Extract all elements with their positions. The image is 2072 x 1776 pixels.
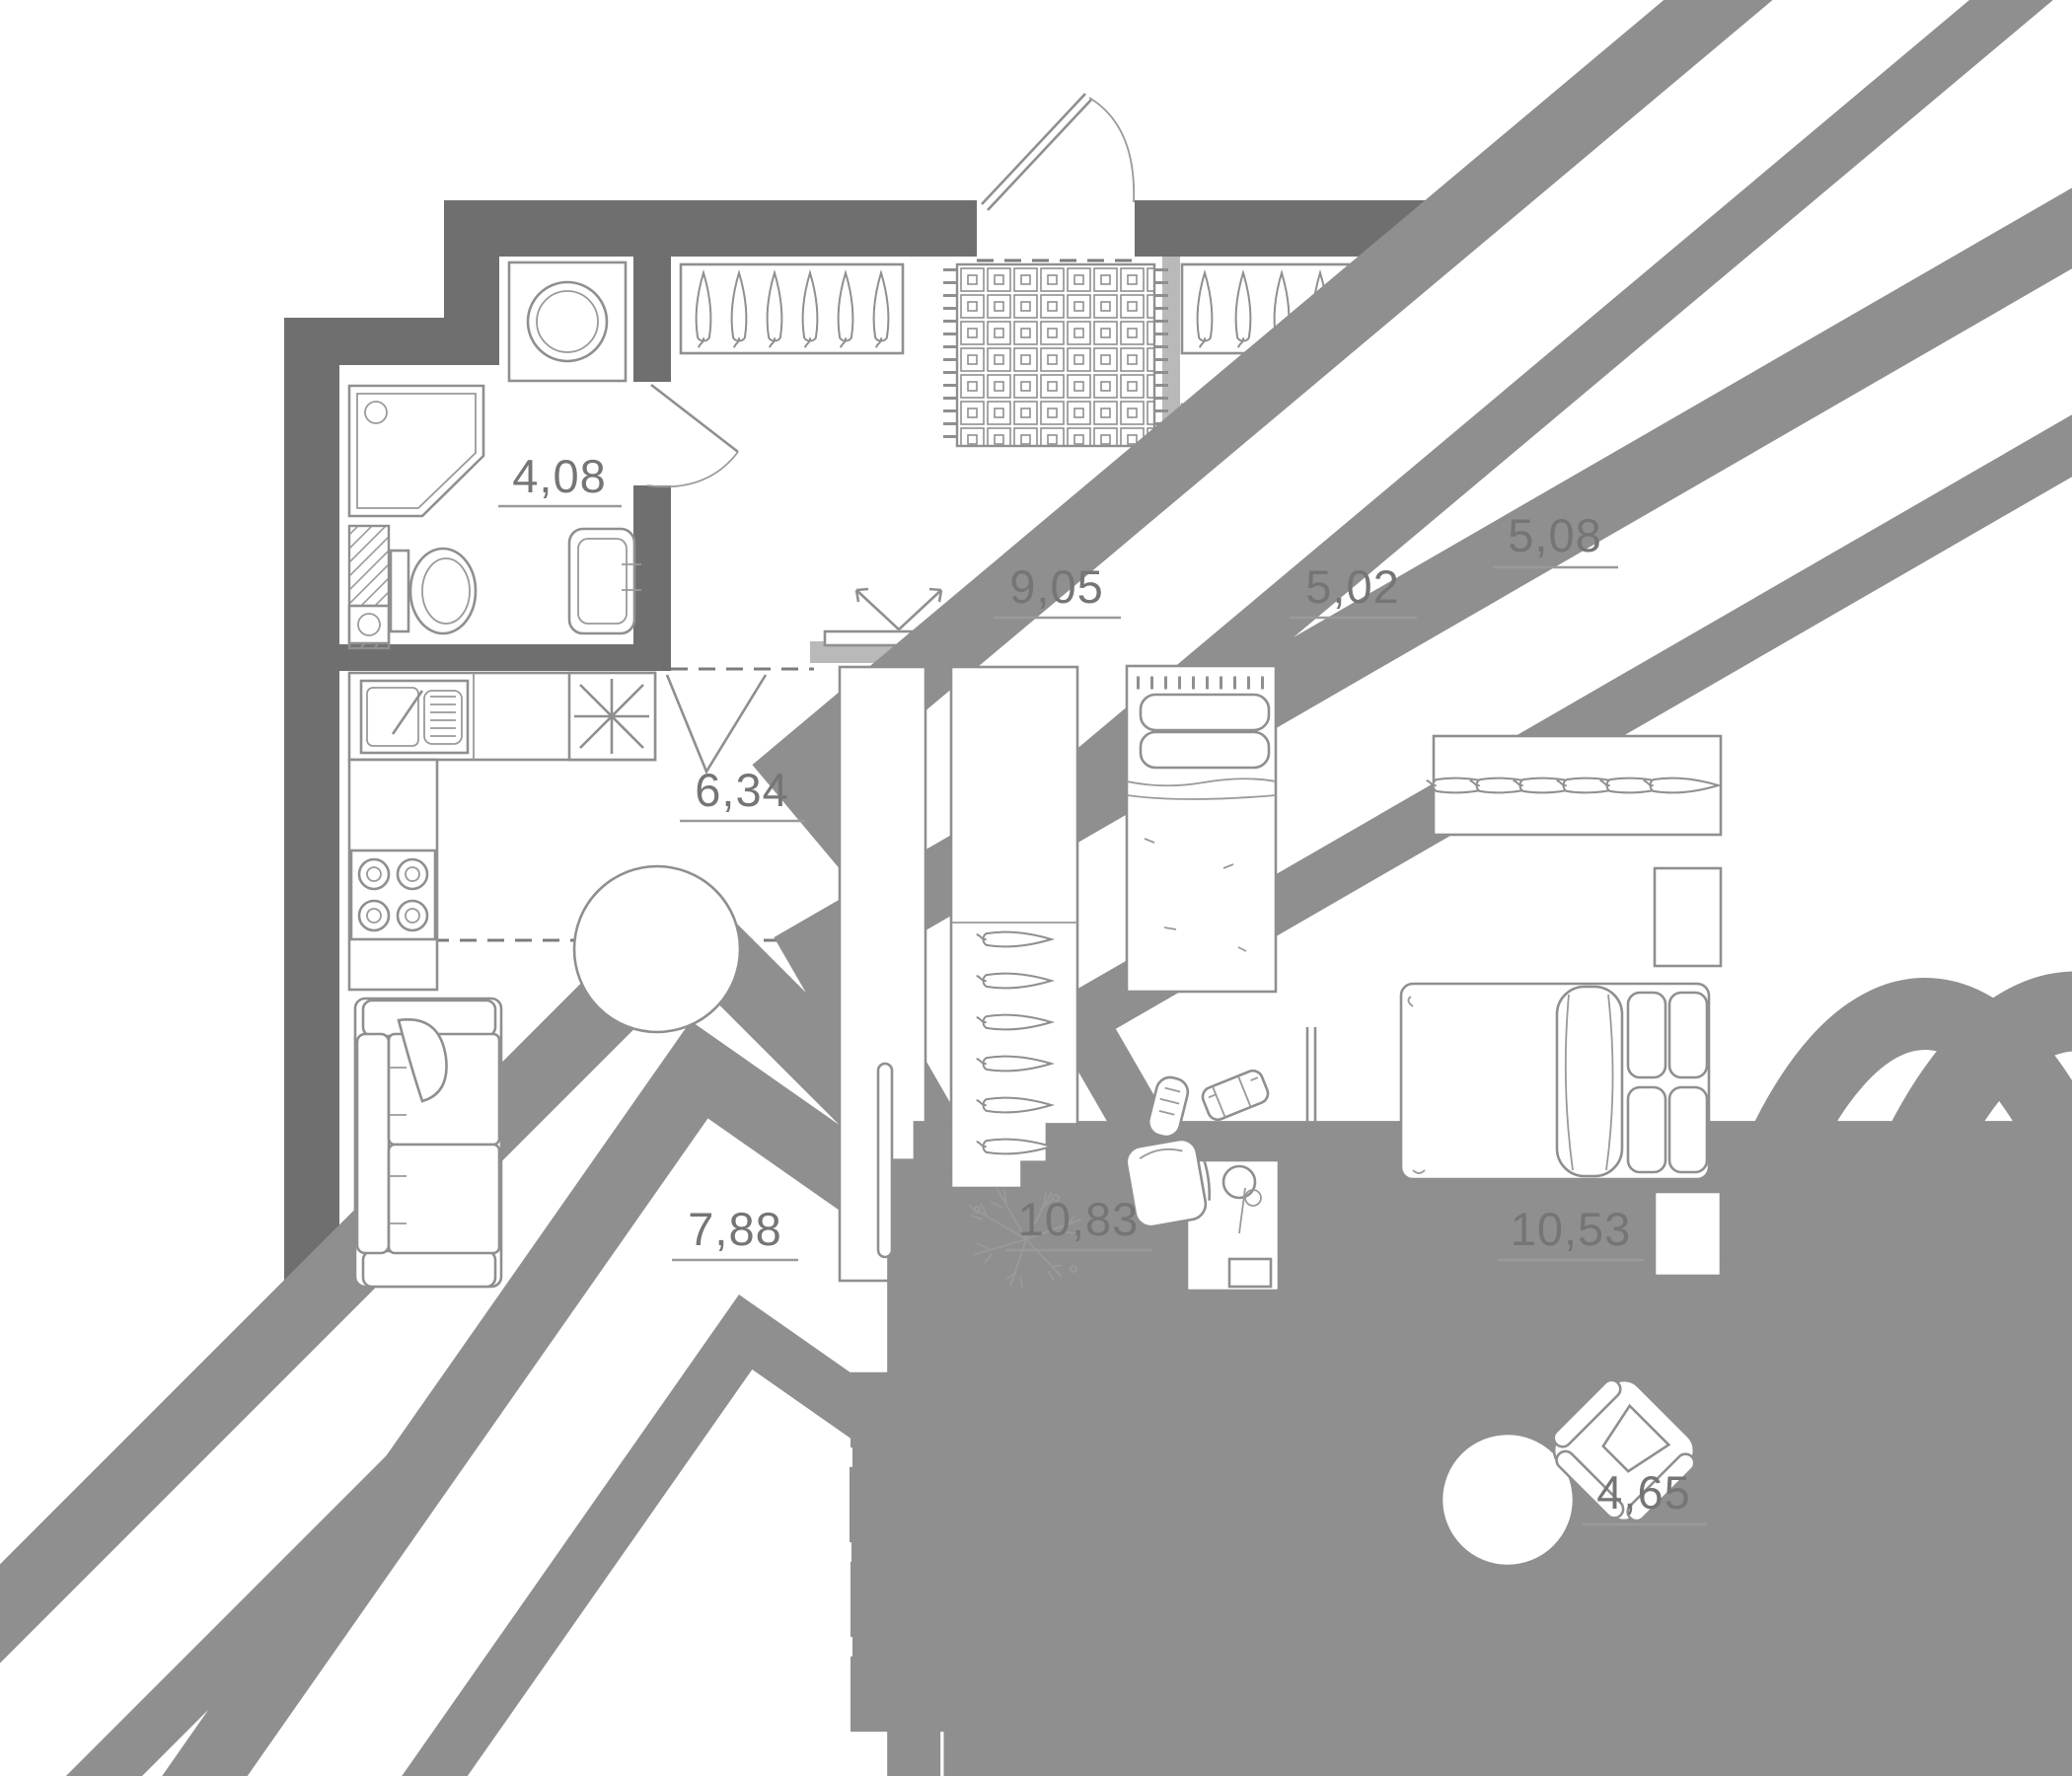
label-bathroom-small: 4,08	[512, 450, 606, 502]
room-bathroom-small	[347, 260, 641, 650]
pc-tower	[1227, 1257, 1273, 1289]
wall-shelf	[1305, 1027, 1317, 1199]
pillow	[1667, 1085, 1709, 1174]
hall-closet-left	[679, 262, 905, 355]
label-bathroom-large: 5,08	[1508, 509, 1601, 561]
nightstand	[1653, 866, 2072, 1776]
entrance-door	[981, 93, 1136, 211]
wall-bath1-bottom	[339, 644, 671, 671]
pillow	[1667, 991, 1709, 1079]
room-living	[353, 997, 503, 1289]
storage-units	[838, 665, 2072, 1776]
bedroom-wardrobe	[1425, 734, 1723, 837]
wall-left	[284, 365, 339, 1360]
desk-chair	[1121, 1138, 1212, 1228]
label-balcony: 4,65	[1596, 1466, 1690, 1518]
room-balcony	[1440, 1378, 2072, 1776]
sofa-pillow	[397, 1017, 448, 1103]
label-child-room: 10,83	[1018, 1193, 1140, 1245]
shower-cabin	[347, 384, 485, 518]
label-inner-hall: 5,02	[1305, 560, 1399, 613]
board-panel	[876, 1062, 894, 1259]
kitchen-opening-door	[665, 674, 768, 775]
pillow	[1626, 991, 1667, 1079]
kitchen-sink	[359, 679, 470, 755]
wall-top-left	[444, 200, 977, 257]
cooker-hood-symbol	[567, 671, 657, 762]
label-kitchen: 6,34	[695, 764, 788, 816]
room-child	[1121, 664, 1281, 1293]
plant-box	[1653, 1190, 2072, 1776]
label-living: 7,88	[688, 1203, 781, 1255]
shelf-unit-left	[838, 665, 2072, 1776]
wall-step-vertical	[444, 257, 499, 318]
room-bedroom	[1305, 734, 2072, 1776]
toilet	[389, 547, 478, 635]
floor-plant	[968, 1187, 1082, 1290]
toy-boat	[1147, 1075, 1190, 1139]
round-rug	[1440, 1432, 2072, 1776]
bathroom-sink	[567, 527, 641, 635]
blanket-roll	[1555, 985, 1624, 1178]
label-bedroom: 10,53	[1511, 1203, 1632, 1255]
floor-drain	[347, 604, 391, 645]
bathroom-small-door	[646, 383, 739, 488]
armchair	[1552, 1378, 1696, 1522]
table-top	[572, 864, 742, 1034]
single-bed	[1125, 664, 1278, 994]
toy-car	[1201, 1069, 1270, 1122]
area-labels: 4,08 9,05 5,02 5,08 6,34 7,88 10,83 10,5…	[498, 450, 1707, 1526]
wall-step-horizontal	[284, 318, 499, 365]
pillow	[1626, 1085, 1667, 1174]
wall-bath1-right-upper	[633, 257, 671, 382]
doormat	[943, 262, 1168, 448]
washing-machine	[507, 260, 628, 383]
label-hallway: 9,05	[1009, 560, 1103, 613]
wardrobe-unit-right	[949, 665, 2072, 1776]
stove	[349, 849, 437, 941]
double-bed	[1399, 982, 1711, 1181]
sofa	[353, 997, 503, 1289]
